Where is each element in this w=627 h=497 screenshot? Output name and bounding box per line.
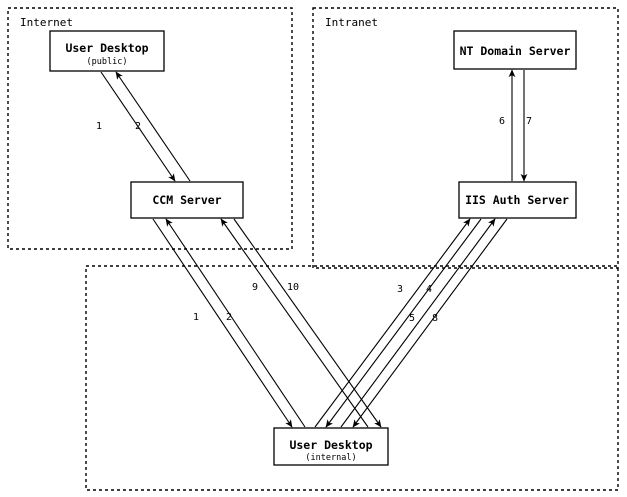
edge-label-10: 8 <box>432 313 438 324</box>
zone-intranet-boundary <box>312 7 619 269</box>
node-ccm-server-box[interactable] <box>130 181 244 219</box>
edge-8-line <box>325 218 482 428</box>
node-user-desktop-internal-box[interactable] <box>273 427 389 466</box>
edge-label-7: 3 <box>397 284 403 295</box>
edge-label-12: 7 <box>526 116 532 127</box>
node-user-desktop-public-subtitle: (public) <box>87 57 128 67</box>
edge-label-6: 10 <box>287 282 299 293</box>
node-user-desktop-public[interactable]: User Desktop (public) <box>49 30 165 72</box>
zone-boundaries <box>7 7 619 491</box>
edge-3-line <box>152 218 293 428</box>
node-user-desktop-internal-title: User Desktop <box>289 438 372 452</box>
node-nt-domain-server-box[interactable] <box>453 30 577 70</box>
node-nt-domain-server[interactable]: NT Domain Server <box>453 30 577 70</box>
zone-internal-boundary <box>85 265 619 491</box>
node-user-desktop-internal-subtitle: (internal) <box>305 453 356 463</box>
edge-2-line <box>115 71 191 182</box>
edge-9-line <box>340 218 496 428</box>
edge-1-line <box>100 71 176 182</box>
edge-label-9: 5 <box>409 313 415 324</box>
node-iis-auth-server-box[interactable] <box>458 181 577 219</box>
edge-label-5: 9 <box>252 282 258 293</box>
edge-label-2: 2 <box>135 121 141 132</box>
node-user-desktop-public-title: User Desktop <box>65 41 148 55</box>
edge-labels: 1 2 1 2 9 10 3 4 5 8 6 7 <box>96 116 532 324</box>
node-user-desktop-internal[interactable]: User Desktop (internal) <box>273 427 389 466</box>
node-iis-auth-server-title: IIS Auth Server <box>465 193 569 207</box>
zone-label-intranet: Intranet <box>325 16 378 29</box>
zone-internet-boundary <box>7 7 293 250</box>
edge-label-1: 1 <box>96 121 102 132</box>
edge-label-4: 2 <box>226 312 232 323</box>
zone-label-internet: Internet <box>20 16 73 29</box>
node-iis-auth-server[interactable]: IIS Auth Server <box>458 181 577 219</box>
node-nt-domain-server-title: NT Domain Server <box>460 44 571 58</box>
nodes: User Desktop (public) CCM Server NT Doma… <box>49 30 577 466</box>
edge-label-3: 1 <box>193 312 199 323</box>
edge-label-8: 4 <box>426 284 432 295</box>
edge-label-11: 6 <box>499 116 505 127</box>
edge-7-line <box>314 218 471 428</box>
edge-6-line <box>233 218 382 428</box>
node-user-desktop-public-box[interactable] <box>49 30 165 72</box>
edge-5-line <box>220 218 369 428</box>
node-ccm-server-title: CCM Server <box>152 193 221 207</box>
edge-4-line <box>165 218 306 428</box>
edge-10-line <box>352 218 508 428</box>
node-ccm-server[interactable]: CCM Server <box>130 181 244 219</box>
flow-connectors <box>100 69 528 428</box>
